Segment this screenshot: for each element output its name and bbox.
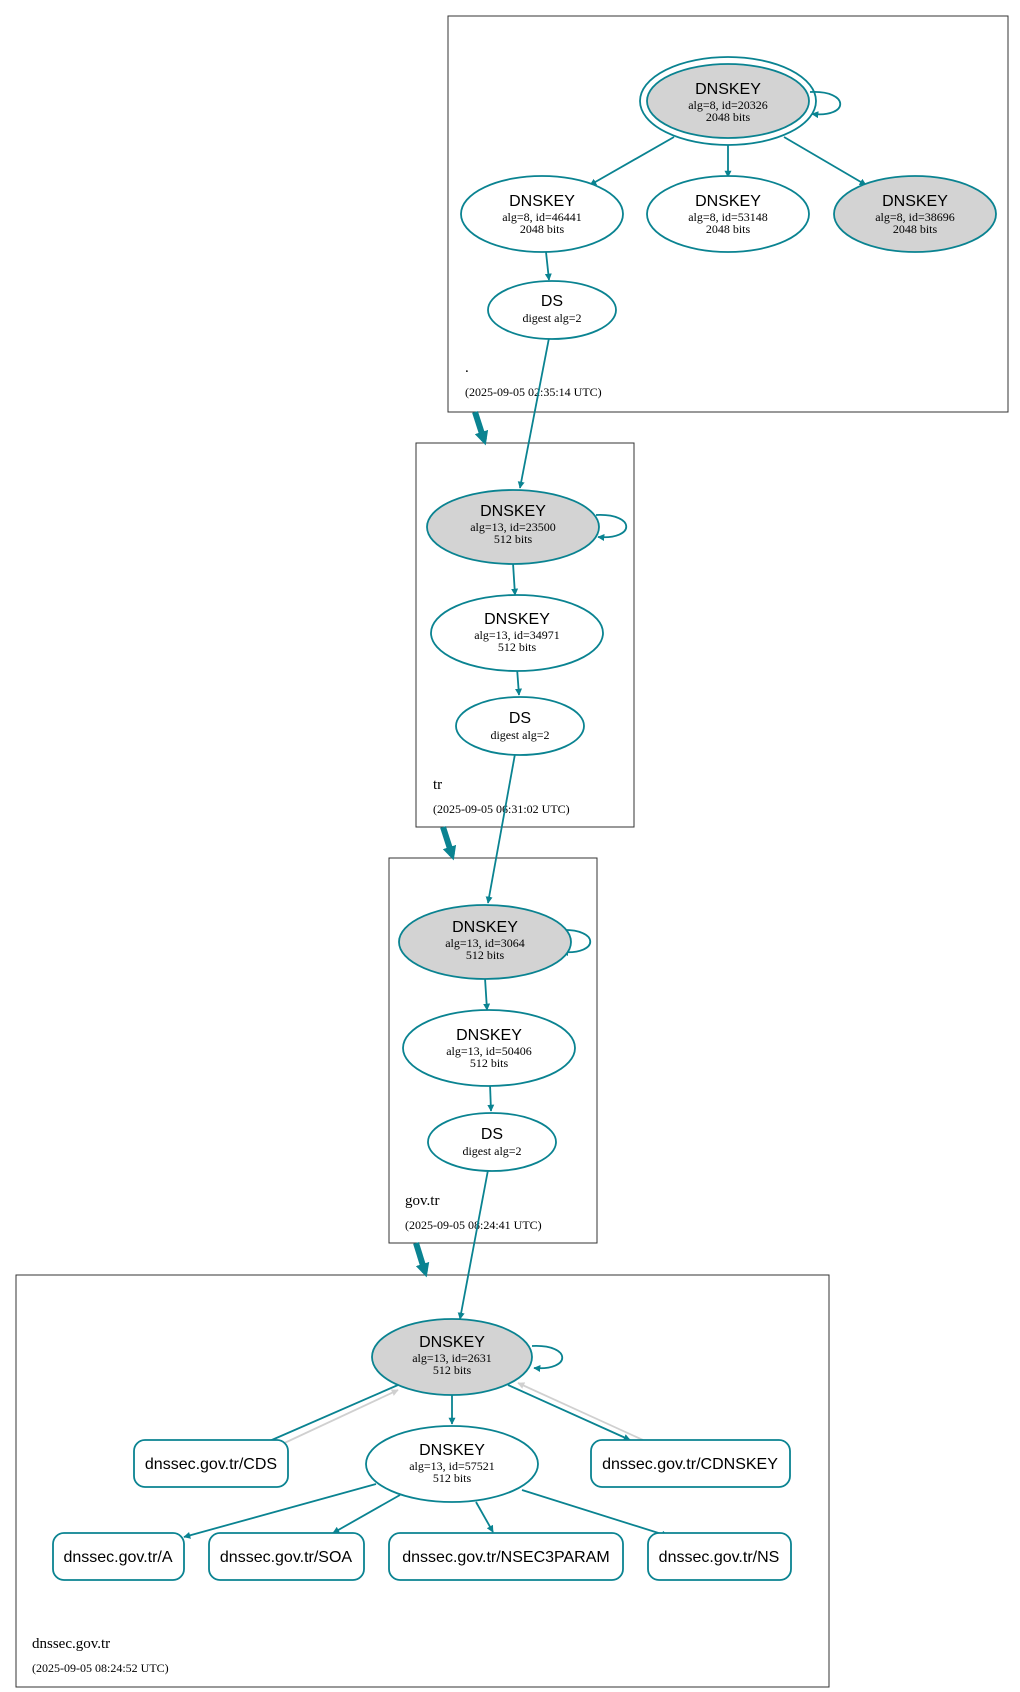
root-zsk2-node[interactable]: DNSKEY alg=8, id=53148 2048 bits xyxy=(646,175,810,253)
edge-cds-ksk-grey xyxy=(277,1389,399,1447)
edge-gov-ds-dnssec-ksk xyxy=(457,1169,489,1320)
tr-zsk-line1: alg=13, id=34971 xyxy=(474,628,560,642)
tr-ksk-line1: alg=13, id=23500 xyxy=(470,520,556,534)
zone-root-box xyxy=(447,15,1009,413)
zone-tr-label: tr xyxy=(433,777,442,793)
dnssec-ksk-line1: alg=13, id=2631 xyxy=(412,1351,492,1365)
root-zsk1-node[interactable]: DNSKEY alg=8, id=46441 2048 bits xyxy=(460,175,624,253)
gov-ds-node[interactable]: DS digest alg=2 xyxy=(427,1112,557,1172)
tr-zsk-title: DNSKEY xyxy=(484,611,550,628)
tr-zsk-node[interactable]: DNSKEY alg=13, id=34971 512 bits xyxy=(430,594,604,672)
gov-ksk-self-loop xyxy=(559,929,591,956)
dnssec-ksk-node[interactable]: DNSKEY alg=13, id=2631 512 bits xyxy=(371,1318,533,1396)
zone-gov-tr-label: gov.tr xyxy=(405,1193,439,1209)
rrset-soa-label: dnssec.gov.tr/SOA xyxy=(220,1549,353,1566)
rrset-a-label: dnssec.gov.tr/A xyxy=(63,1549,172,1566)
edge-gov-ksk-zsk xyxy=(483,977,491,1011)
edge-root-ds-tr-ksk xyxy=(517,337,550,489)
root-zsk1-title: DNSKEY xyxy=(509,193,575,210)
zone-root-timestamp: (2025-09-05 02:35:14 UTC) xyxy=(465,385,602,399)
edge-dnssec-zsk-nsec3param xyxy=(475,1501,494,1533)
dnssec-zsk-line2: 512 bits xyxy=(433,1471,472,1485)
gov-ds-title: DS xyxy=(481,1126,503,1143)
rrset-cds-label: dnssec.gov.tr/CDS xyxy=(145,1456,277,1473)
tr-ds-title: DS xyxy=(509,710,531,727)
rrset-ns-label: dnssec.gov.tr/NS xyxy=(659,1549,780,1566)
gov-zsk-title: DNSKEY xyxy=(456,1027,522,1044)
tr-ds-node[interactable]: DS digest alg=2 xyxy=(455,696,585,756)
root-ksk-title: DNSKEY xyxy=(695,81,761,98)
rrset-soa[interactable]: dnssec.gov.tr/SOA xyxy=(208,1532,365,1581)
dnssec-ksk-line2: 512 bits xyxy=(433,1363,472,1377)
dnssec-zsk-title: DNSKEY xyxy=(419,1442,485,1459)
gov-ksk-line2: 512 bits xyxy=(466,948,505,962)
edge-root-zsk1-ds xyxy=(544,251,552,281)
gov-ksk-node[interactable]: DNSKEY alg=13, id=3064 512 bits xyxy=(398,904,572,980)
root-ds-title: DS xyxy=(541,293,563,310)
tr-ds-line1: digest alg=2 xyxy=(490,728,549,742)
root-zsk2-title: DNSKEY xyxy=(695,193,761,210)
zone-gov-tr-box xyxy=(388,857,598,1244)
dnssec-ksk-title: DNSKEY xyxy=(419,1334,485,1351)
gov-zsk-line1: alg=13, id=50406 xyxy=(446,1044,532,1058)
edge-gov-zsk-ds xyxy=(487,1083,495,1112)
delegation-arrow-tr-gov xyxy=(440,826,457,861)
tr-ksk-line2: 512 bits xyxy=(494,532,533,546)
gov-ksk-line1: alg=13, id=3064 xyxy=(445,936,525,950)
dnssec-ksk-self-loop xyxy=(531,1345,563,1372)
gov-ds-line1: digest alg=2 xyxy=(462,1144,521,1158)
zone-root-label: . xyxy=(465,360,469,376)
root-ksk-line2: 2048 bits xyxy=(706,110,751,124)
zone-tr-timestamp: (2025-09-05 06:31:02 UTC) xyxy=(433,802,570,816)
tr-ksk-node[interactable]: DNSKEY alg=13, id=23500 512 bits xyxy=(426,489,600,565)
root-zsk2-line1: alg=8, id=53148 xyxy=(688,210,768,224)
rrset-cds[interactable]: dnssec.gov.tr/CDS xyxy=(133,1439,289,1488)
tr-zsk-line2: 512 bits xyxy=(498,640,537,654)
edge-dnssec-ksk-cdnskey xyxy=(507,1384,631,1441)
edge-tr-ksk-zsk xyxy=(511,562,519,596)
root-ds-line1: digest alg=2 xyxy=(522,311,581,325)
zone-dnssec-gov-tr-timestamp: (2025-09-05 08:24:52 UTC) xyxy=(32,1661,169,1675)
edge-dnssec-zsk-soa xyxy=(332,1494,401,1534)
edge-dnssec-ksk-cds xyxy=(257,1384,399,1447)
root-ksk-line1: alg=8, id=20326 xyxy=(688,98,768,112)
rrset-nsec3param[interactable]: dnssec.gov.tr/NSEC3PARAM xyxy=(388,1532,624,1581)
dnssec-zsk-node[interactable]: DNSKEY alg=13, id=57521 512 bits xyxy=(365,1425,539,1503)
delegation-arrow-gov-dnssec xyxy=(413,1242,430,1278)
root-zsk3-line2: 2048 bits xyxy=(893,222,938,236)
root-ds-node[interactable]: DS digest alg=2 xyxy=(487,280,617,340)
root-zsk2-line2: 2048 bits xyxy=(706,222,751,236)
root-zsk3-title: DNSKEY xyxy=(882,193,948,210)
edge-cdnskey-ksk-grey xyxy=(517,1382,644,1441)
edge-dnssec-zsk-ns xyxy=(521,1489,669,1538)
rrset-ns[interactable]: dnssec.gov.tr/NS xyxy=(647,1532,792,1581)
delegation-arrow-root-tr xyxy=(472,411,489,446)
gov-ksk-title: DNSKEY xyxy=(452,919,518,936)
edge-tr-ds-gov-ksk xyxy=(485,753,516,904)
root-ksk-self-loop xyxy=(809,91,841,119)
root-zsk3-line1: alg=8, id=38696 xyxy=(875,210,955,224)
root-zsk3-node[interactable]: DNSKEY alg=8, id=38696 2048 bits xyxy=(833,175,997,253)
tr-ksk-title: DNSKEY xyxy=(480,503,546,520)
edge-root-ksk-zsk3 xyxy=(783,136,867,186)
tr-ksk-self-loop xyxy=(595,514,627,541)
rrset-cdnskey[interactable]: dnssec.gov.tr/CDNSKEY xyxy=(590,1439,791,1488)
root-zsk1-line2: 2048 bits xyxy=(520,222,565,236)
edge-root-ksk-zsk1 xyxy=(589,136,675,186)
zone-gov-tr-timestamp: (2025-09-05 08:24:41 UTC) xyxy=(405,1218,542,1232)
rrset-nsec3param-label: dnssec.gov.tr/NSEC3PARAM xyxy=(402,1549,609,1566)
root-zsk1-line1: alg=8, id=46441 xyxy=(502,210,582,224)
gov-zsk-line2: 512 bits xyxy=(470,1056,509,1070)
edge-tr-zsk-ds xyxy=(515,667,523,696)
dnssec-zsk-line1: alg=13, id=57521 xyxy=(409,1459,495,1473)
edge-dnssec-zsk-a xyxy=(183,1483,377,1539)
zone-tr-box xyxy=(415,442,635,828)
rrset-a[interactable]: dnssec.gov.tr/A xyxy=(52,1532,185,1581)
rrset-cdnskey-label: dnssec.gov.tr/CDNSKEY xyxy=(602,1456,778,1473)
zone-dnssec-gov-tr-label: dnssec.gov.tr xyxy=(32,1636,110,1652)
root-ksk-node[interactable]: DNSKEY alg=8, id=20326 2048 bits xyxy=(639,56,817,146)
gov-zsk-node[interactable]: DNSKEY alg=13, id=50406 512 bits xyxy=(402,1009,576,1087)
